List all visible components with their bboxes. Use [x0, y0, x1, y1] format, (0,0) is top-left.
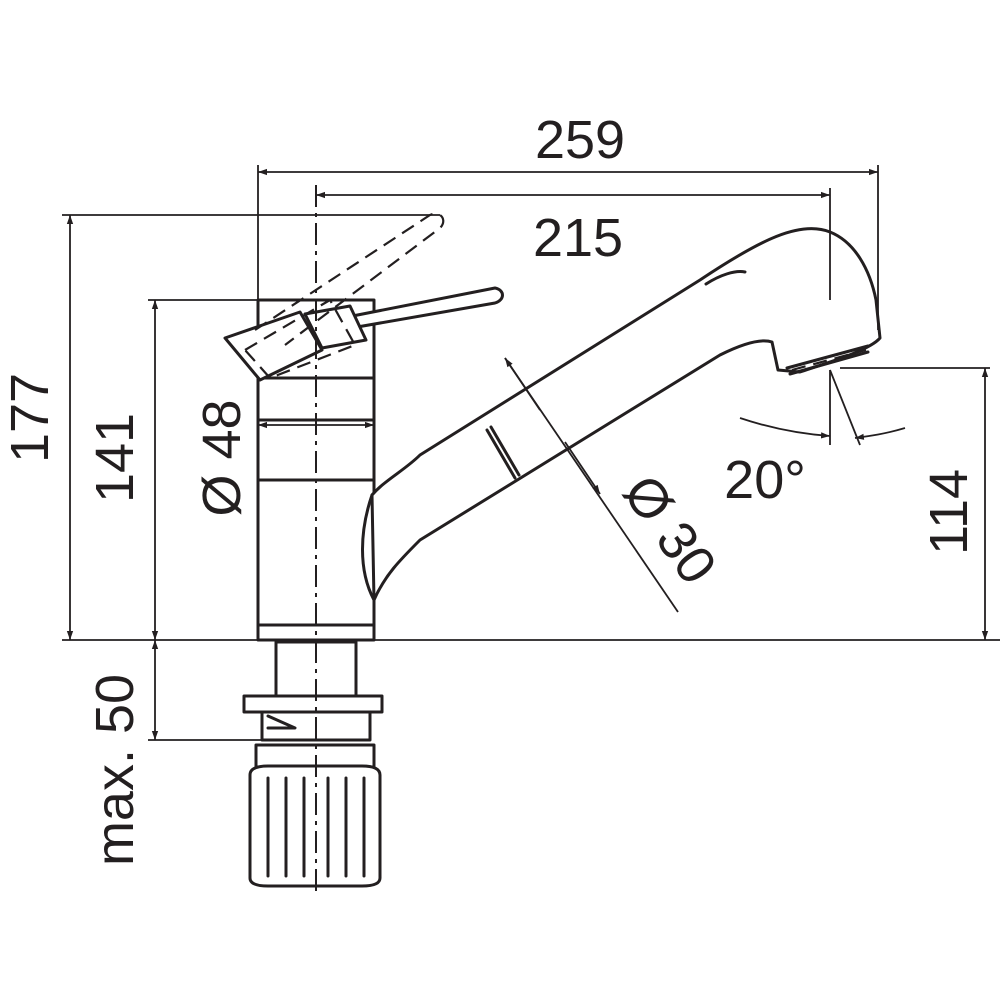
dim-50-label: max. 50 [85, 674, 145, 866]
lever-cartridge [223, 310, 324, 382]
dimension-lines [62, 165, 1000, 741]
dim-259-label: 259 [535, 110, 625, 170]
mounting-assembly [242, 640, 384, 888]
lever-open-hub [243, 298, 357, 380]
spout-joint-a [485, 428, 517, 480]
spray-face [785, 344, 870, 370]
spout-neck-curve [361, 493, 376, 602]
spray-nozzles [791, 348, 867, 372]
dim-30-label: Ø 30 [612, 465, 728, 595]
spray-face-inner [788, 350, 870, 376]
dim-141-label: 141 [85, 413, 145, 503]
dim-30-arrow-b [564, 441, 601, 495]
spout-joint-b [489, 425, 521, 477]
mounting-clip [266, 714, 297, 730]
dim-20-arc-b [854, 427, 906, 440]
dim-177-label: 177 [0, 373, 60, 463]
pull-out-spout [361, 227, 882, 602]
dim-48-label: Ø 48 [192, 399, 252, 516]
dim-215-label: 215 [533, 208, 623, 268]
dim-20-arc-a [739, 417, 831, 439]
lever-assembly [223, 212, 504, 382]
dim-20-label: 20° [724, 450, 806, 510]
mounting-washer [242, 694, 384, 714]
spout-head-groove [704, 270, 747, 286]
dim-20-ref-b [829, 369, 861, 446]
lever-handle [320, 286, 504, 332]
dim-30-arrow-a [504, 357, 541, 411]
spout-body [370, 227, 882, 602]
dim-114-label: 114 [919, 469, 979, 555]
